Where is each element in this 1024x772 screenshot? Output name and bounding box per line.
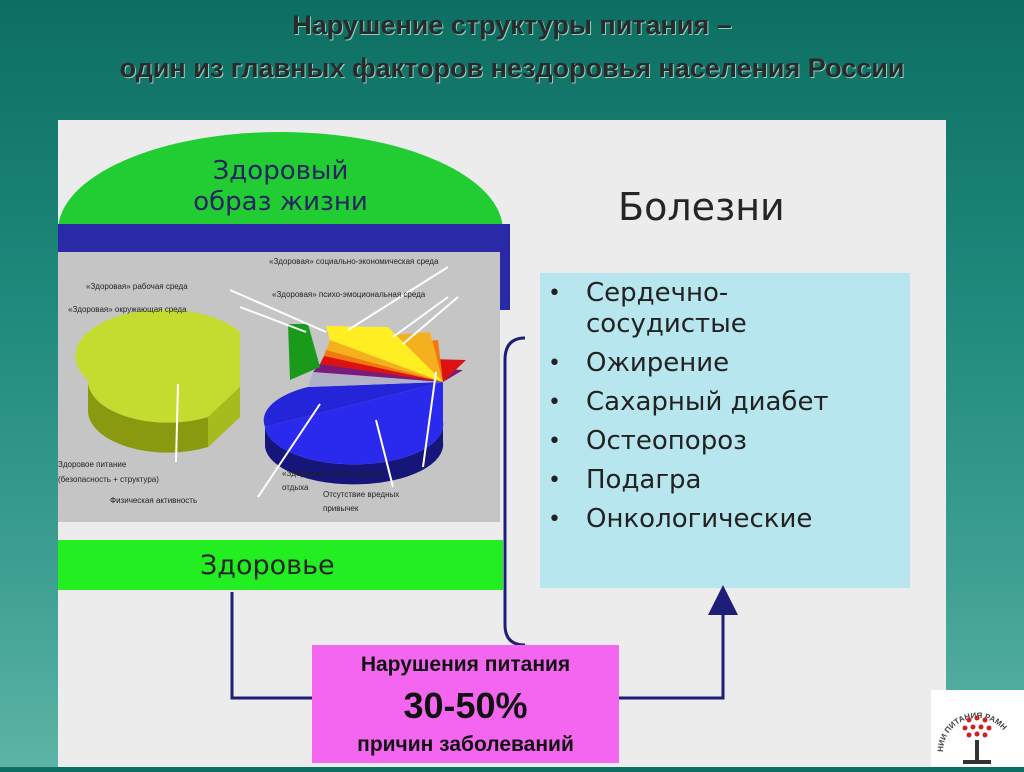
label-surround-env: «Здоровая» окружающая среда xyxy=(68,305,187,314)
logo-text: НИИ ПИТАНИЯ РАМН xyxy=(936,711,1009,752)
bullet-icon: • xyxy=(548,281,561,306)
list-item: •Онкологические xyxy=(548,504,813,534)
health-label: Здоровье xyxy=(200,550,335,581)
health-band: Здоровье xyxy=(58,540,503,590)
label-work-regime-2: отдыха xyxy=(282,483,309,492)
bullet-icon: • xyxy=(548,351,561,376)
pie-chart-box: «Здоровая» социально-экономическая среда… xyxy=(58,252,500,522)
list-item: •Остеопороз xyxy=(548,426,747,456)
label-nutrition-1: Здоровое питание xyxy=(58,460,127,469)
list-item: •Сахарный диабет xyxy=(548,387,829,417)
bullet-icon: • xyxy=(548,507,561,532)
diseases-title: Болезни xyxy=(618,185,785,229)
list-item: •Сердечно- сосудистые xyxy=(548,278,747,339)
pie-slice-nutrition xyxy=(75,309,241,453)
bullet-icon: • xyxy=(548,468,561,493)
pie-slice-work-regime xyxy=(263,382,444,485)
institute-logo: НИИ ПИТАНИЯ РАМН xyxy=(931,690,1024,767)
slide-title-line2: один из главных факторов нездоровья насе… xyxy=(119,53,905,83)
list-item: •Подагра xyxy=(548,465,702,495)
bullet-icon: • xyxy=(548,390,561,415)
pie-slice-yellow xyxy=(326,326,443,382)
list-item: •Ожирение xyxy=(548,348,730,378)
pie-leader-lines xyxy=(175,266,459,498)
nutrition-line3: причин заболеваний xyxy=(357,733,574,756)
label-no-habits-1: Отсутствие вредных xyxy=(323,490,399,499)
healthy-lifestyle-label: Здоровый образ жизни xyxy=(193,156,368,217)
label-physical: Физическая активность xyxy=(110,496,197,505)
pie-slice-grey xyxy=(308,372,443,387)
pie-chart: «Здоровая» социально-экономическая среда… xyxy=(58,257,466,513)
nutrition-percent: 30-50% xyxy=(403,685,528,726)
nutrition-violation-box: Нарушения питания 30-50% причин заболева… xyxy=(312,645,619,763)
nutrition-line1: Нарушения питания xyxy=(360,653,571,676)
logo-dots xyxy=(962,715,992,738)
label-socio-economic: «Здоровая» социально-экономическая среда xyxy=(269,257,439,266)
label-psycho-env: «Здоровая» психо-эмоциональная среда xyxy=(272,290,426,299)
label-nutrition-2: (безопасность + структура) xyxy=(58,475,159,484)
diseases-list-box: •Сердечно- сосудистые •Ожирение •Сахарны… xyxy=(540,273,910,588)
slide-title-line1: Нарушение структуры питания – xyxy=(292,10,732,40)
pie-slice-green xyxy=(288,324,320,380)
logo-stem xyxy=(963,740,991,764)
bullet-icon: • xyxy=(548,429,561,454)
logo-graphic: НИИ ПИТАНИЯ РАМН xyxy=(936,711,1009,764)
blue-band xyxy=(58,224,510,252)
label-work-regime-1: «Здоровый» режим труда и xyxy=(282,469,384,478)
label-work-env: «Здоровая» рабочая среда xyxy=(86,282,188,291)
label-no-habits-2: привычек xyxy=(323,504,359,513)
diseases-list: •Сердечно- сосудистые •Ожирение •Сахарны… xyxy=(540,278,829,543)
